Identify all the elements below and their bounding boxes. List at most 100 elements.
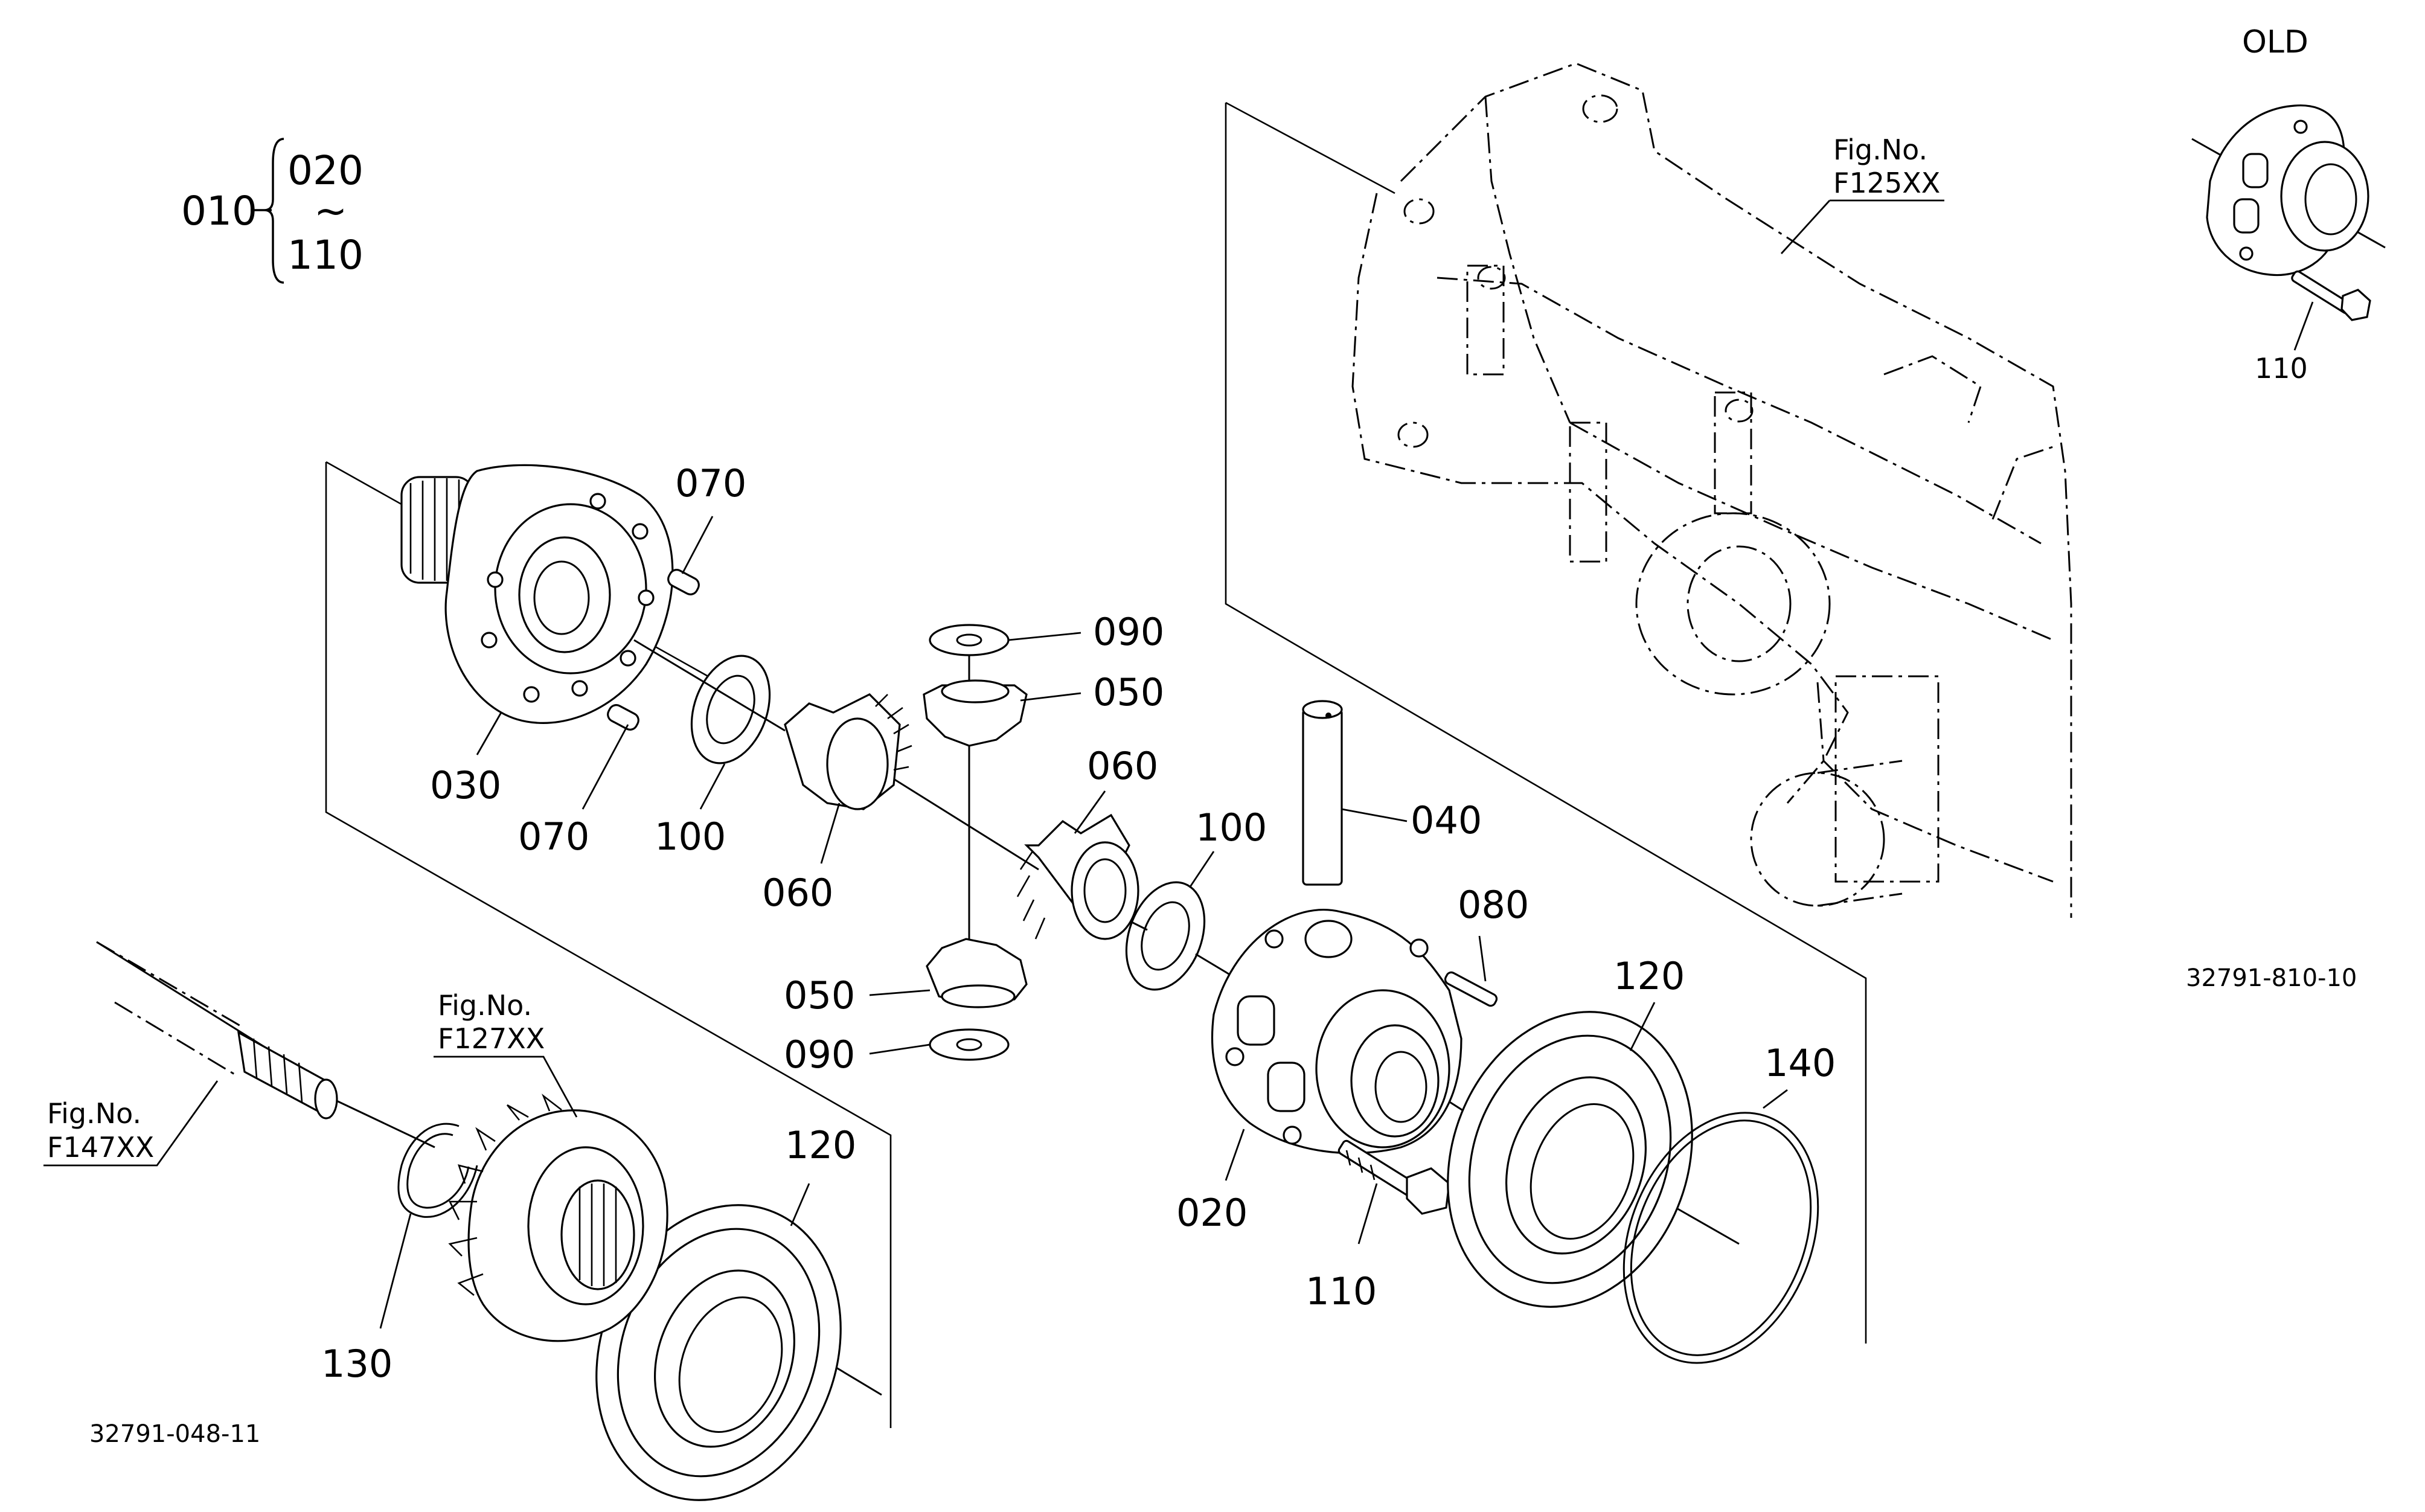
housing-bearing-bore [1635,512,1831,696]
housing-boss-1 [1466,264,1505,376]
washer-090-bottom [929,1028,1010,1061]
old-rib-1 [2242,153,2269,188]
fig-ref-gear-line1: Fig.No. [438,989,532,1022]
label-090-top: 090 [1093,610,1164,654]
old-heading: OLD [2242,24,2308,60]
label-110: 110 [1305,1269,1377,1313]
part-080-spring-pin [1444,971,1498,1007]
leader-130 [379,1213,412,1329]
pinion-shaft-body [1302,708,1343,886]
pinion-gear-050-bottom-face [941,984,1016,1008]
leader-040 [1341,808,1408,822]
old-label-110: 110 [2255,352,2308,385]
housing-mid-ridge [1437,277,2042,545]
side-gear-060-left-teeth [875,694,912,771]
label-040: 040 [1411,798,1482,842]
axle-shaft [96,941,338,1120]
leader-100-left [699,763,726,810]
leader-050-bottom [869,989,931,996]
left-boundary-line [325,462,892,1428]
label-100-left: 100 [655,815,726,859]
old-leader-110 [2293,301,2314,351]
label-120-right: 120 [1613,954,1685,998]
leader-030 [476,712,502,755]
label-030: 030 [430,763,501,807]
case-bore [518,536,611,653]
housing-bolt-hole-4 [1477,266,1506,290]
old-bolt-110-head [2340,289,2371,321]
old-bore [2304,163,2357,235]
housing-output-boss [1834,675,1940,883]
cover-bearing-boss-inner [1350,1024,1440,1138]
part-060-side-gears [784,693,1139,940]
housing-flange-edge [1816,682,2054,883]
leader-050-top [1020,692,1081,702]
label-130: 130 [321,1342,392,1386]
cover-bolt-hole-4 [1409,938,1429,958]
leader-120-left [790,1183,810,1226]
part-100-washers [690,655,1206,991]
fig-ref-gear-leader [434,1056,578,1118]
fig-ref-shaft-line2: F147XX [47,1131,154,1164]
old-bolt-hole-1 [2293,120,2308,134]
pinion-shaft-pin-hole [1325,713,1331,719]
case-bolt-hole-6 [523,686,540,703]
transmission-housing-outline [1351,62,2072,918]
cover-bolt-hole-2 [1283,1126,1302,1145]
housing-bolt-hole-3 [1397,421,1429,448]
leader-070-top [681,516,714,574]
fig-ref-housing-leader [1780,199,1944,254]
fig-ref-shaft-line1: Fig.No. [47,1097,141,1130]
leader-120-right [1629,1002,1656,1051]
housing-lower-ridge [1569,421,2054,641]
housing-boss-2 [1569,421,1607,563]
washer-100-left-hole [706,674,755,745]
fig-ref-housing-line2: F125XX [1833,167,1940,199]
label-050-top: 050 [1093,670,1164,714]
housing-bolt-hole-2 [1403,198,1435,225]
case-bore-inner [533,560,590,635]
bolt-110-thread [1345,1150,1376,1180]
axle-shaft-end [314,1078,338,1120]
side-gear-060-right-bore-inner [1083,858,1127,923]
washer-090-top [929,624,1010,656]
part-050-pinion-gears [923,679,1028,1008]
circlip-130-inner [406,1133,470,1209]
leader-110 [1357,1183,1378,1245]
right-top-boundary [1225,101,1395,194]
ring-gear [448,1094,668,1342]
axle-shaft-spline-teeth [252,1038,303,1103]
leader-060-left [820,802,841,864]
label-100-right: 100 [1196,806,1267,850]
fig-ref-shaft-leader [43,1080,219,1167]
label-140: 140 [1764,1041,1836,1085]
old-rib-2 [2233,198,2260,234]
part-110-bolt [1337,1139,1450,1215]
washer-090-bottom-hole [956,1038,982,1051]
washer-090-top-hole [956,633,982,647]
group-assembly-callout: 010 020 ~ 110 [181,138,364,284]
bolt-110-head [1406,1167,1450,1215]
spring-pin-080 [1444,971,1498,1007]
group-first-label: 020 [287,147,364,194]
housing-boss-3 [1714,391,1752,514]
housing-inner-edge [1484,96,1571,423]
leader-060-right [1074,790,1106,834]
housing-bolt-hole-1 [1582,94,1618,123]
snap-ring-140-outer [1623,1112,1819,1364]
old-inset: OLD 110 32791-810-10 [2186,24,2386,992]
figure-references: Fig.No. F125XX Fig.No. F127XX Fig.No. F1… [43,133,1944,1167]
old-drawing-code: 32791-810-10 [2186,964,2357,992]
old-bearing-boss [2280,141,2369,252]
cover-rib-2 [1267,1062,1305,1112]
ring-gear-teeth [448,1094,562,1296]
part-020-case-cover [1211,909,1462,1155]
pin-070-top [667,569,700,595]
lower-axis-line [96,941,882,1396]
housing-right-details [1883,355,2054,520]
ring-gear-splines [578,1184,617,1286]
side-gear-060-right-teeth [1016,851,1046,940]
label-060-left: 060 [762,871,833,915]
part-120-bearings [595,1011,1693,1501]
